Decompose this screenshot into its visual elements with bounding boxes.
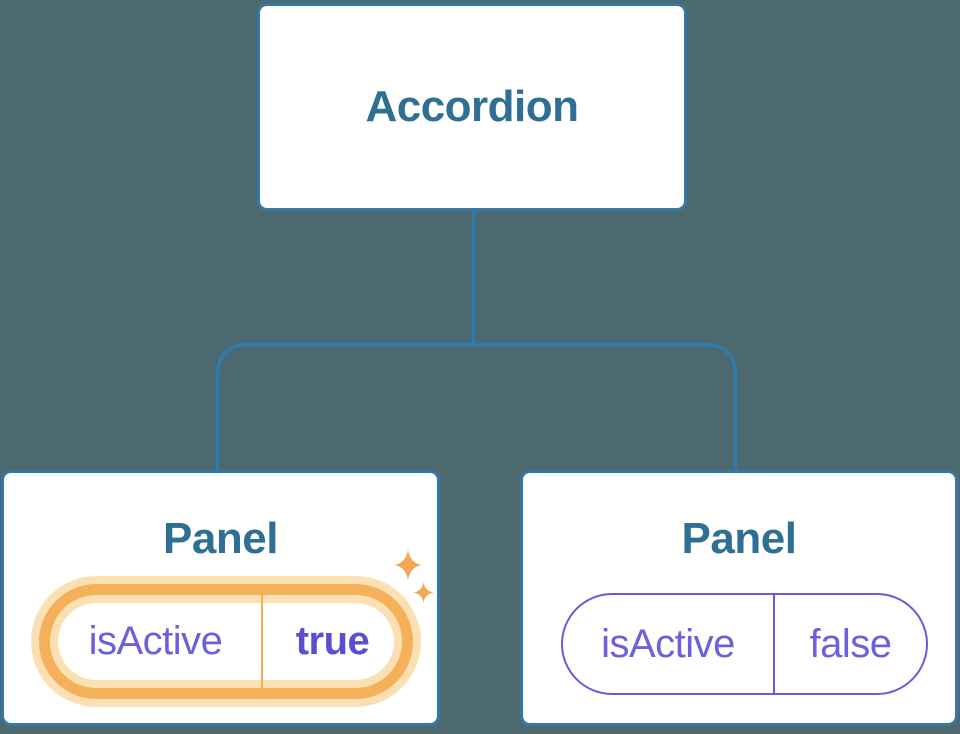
panel-node-inactive: Panel isActive false bbox=[520, 470, 958, 726]
state-pill-active: isActive true bbox=[39, 584, 413, 699]
panel-label: Panel bbox=[163, 514, 278, 563]
state-value-label: false bbox=[773, 595, 926, 693]
panel-label: Panel bbox=[681, 514, 797, 563]
sparkle-large-icon bbox=[394, 549, 422, 581]
accordion-node: Accordion bbox=[257, 3, 687, 211]
sparkle-small-icon bbox=[413, 582, 434, 603]
state-value-label: true bbox=[261, 595, 402, 688]
accordion-label: Accordion bbox=[365, 82, 579, 131]
connector-branch bbox=[215, 342, 738, 471]
panel-node-active: Panel isActive true bbox=[1, 470, 440, 726]
state-name-label: isActive bbox=[601, 621, 735, 666]
state-name-label: isActive bbox=[88, 619, 223, 663]
state-pill-inactive: isActive false bbox=[561, 593, 928, 695]
